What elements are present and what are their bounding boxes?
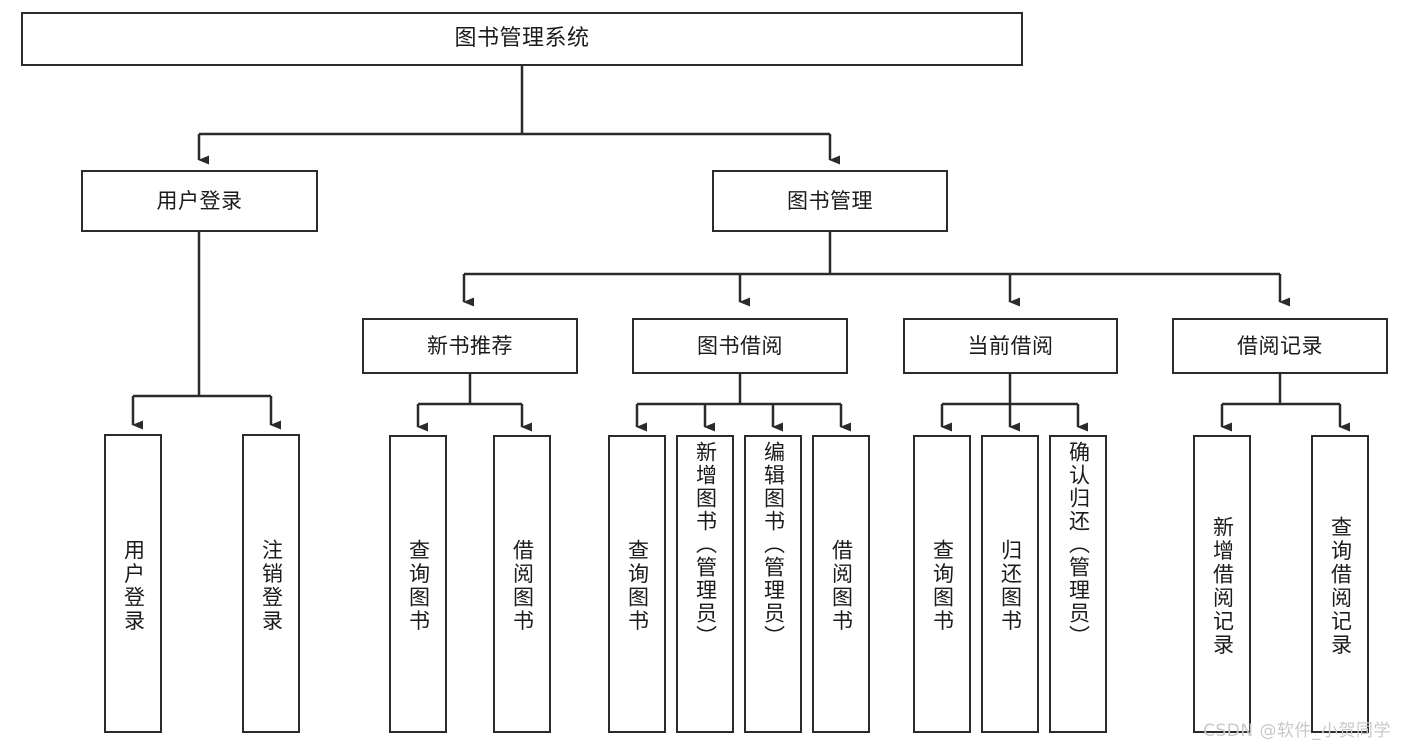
node-root-system[interactable]: 图书管理系统 [21, 12, 1023, 66]
node-user-login[interactable]: 用户登录 [81, 170, 318, 232]
node-root-system-label: 图书管理系统 [454, 26, 590, 52]
node-leaf-query-book-2[interactable]: 查询图书 [608, 435, 666, 733]
node-leaf-add-record[interactable]: 新增借阅记录 [1193, 435, 1251, 733]
node-borrow-record-label: 借阅记录 [1237, 333, 1323, 358]
node-new-book-recommend[interactable]: 新书推荐 [362, 318, 578, 374]
node-leaf-add-record-label: 新增借阅记录 [1210, 515, 1235, 657]
node-leaf-user-logout-label: 注销登录 [259, 538, 284, 633]
node-leaf-borrow-book-1[interactable]: 借阅图书 [493, 435, 551, 733]
node-leaf-edit-book[interactable]: 编辑图书（管理员） [744, 435, 802, 733]
node-leaf-query-book-1[interactable]: 查询图书 [389, 435, 447, 733]
node-leaf-return-book-label: 归还图书 [998, 539, 1023, 633]
node-leaf-return-book[interactable]: 归还图书 [981, 435, 1039, 733]
node-current-borrow[interactable]: 当前借阅 [903, 318, 1118, 374]
node-leaf-add-book[interactable]: 新增图书（管理员） [676, 435, 734, 733]
node-current-borrow-label: 当前借阅 [967, 333, 1054, 358]
node-leaf-user-logout[interactable]: 注销登录 [242, 434, 300, 733]
node-borrow-record[interactable]: 借阅记录 [1172, 318, 1388, 374]
node-book-borrow[interactable]: 图书借阅 [632, 318, 848, 374]
node-leaf-borrow-book-2[interactable]: 借阅图书 [812, 435, 870, 733]
node-leaf-confirm-return-label: 确认归还（管理员） [1066, 441, 1091, 648]
node-book-management[interactable]: 图书管理 [712, 170, 948, 232]
node-leaf-query-record-label: 查询借阅记录 [1328, 515, 1353, 657]
node-leaf-query-record[interactable]: 查询借阅记录 [1311, 435, 1369, 733]
node-leaf-confirm-return[interactable]: 确认归还（管理员） [1049, 435, 1107, 733]
node-leaf-add-book-label: 新增图书（管理员） [693, 441, 718, 648]
node-leaf-borrow-book-2-label: 借阅图书 [829, 539, 854, 633]
node-leaf-query-book-2-label: 查询图书 [625, 539, 650, 633]
node-leaf-query-book-3-label: 查询图书 [930, 539, 955, 633]
node-leaf-edit-book-label: 编辑图书（管理员） [761, 441, 786, 648]
node-new-book-recommend-label: 新书推荐 [427, 333, 513, 358]
node-leaf-query-book-1-label: 查询图书 [406, 539, 431, 633]
node-leaf-borrow-book-1-label: 借阅图书 [510, 539, 535, 633]
node-leaf-user-login-label: 用户登录 [121, 538, 146, 633]
node-book-management-label: 图书管理 [787, 188, 873, 213]
node-leaf-user-login[interactable]: 用户登录 [104, 434, 162, 733]
node-leaf-query-book-3[interactable]: 查询图书 [913, 435, 971, 733]
node-user-login-label: 用户登录 [156, 188, 243, 213]
node-book-borrow-label: 图书借阅 [697, 333, 783, 358]
